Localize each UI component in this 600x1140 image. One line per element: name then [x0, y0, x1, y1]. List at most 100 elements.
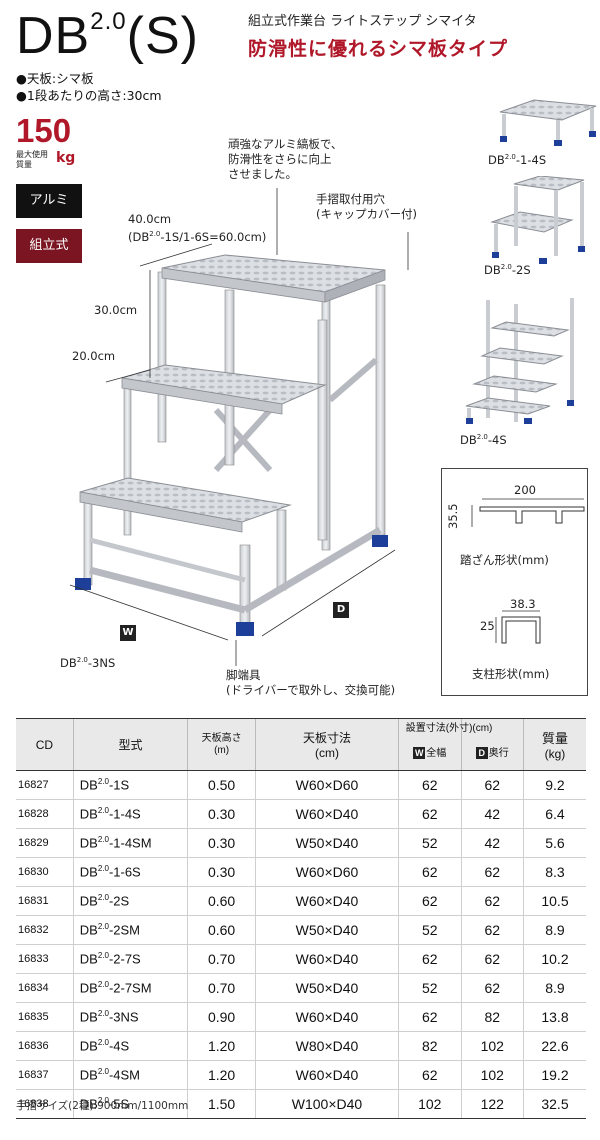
- cell-size: W60×D60: [254, 770, 399, 800]
- cell-height: 0.70: [187, 973, 256, 1003]
- cell-type: DB2.0-3NS: [72, 1002, 188, 1032]
- cell-width: 62: [398, 944, 462, 974]
- cell-height: 0.30: [187, 799, 256, 829]
- height-dimension: 30.0cm: [94, 303, 138, 317]
- cell-depth: 62: [460, 770, 524, 800]
- assembly-badge: 組立式: [16, 229, 82, 263]
- profile-shapes-box: 200 35.5 踏ざん形状(mm) 38.3 25 支柱形状(mm): [441, 468, 588, 696]
- thumbnail-4s-caption: DB2.0-4S: [460, 432, 507, 447]
- cell-size: W60×D40: [254, 886, 399, 916]
- cell-mass: 22.6: [522, 1031, 586, 1061]
- cell-height: 1.20: [187, 1031, 256, 1061]
- post-height-label: 25: [480, 619, 495, 633]
- col-header-size: 天板寸法(cm): [254, 718, 399, 771]
- cell-height: 0.70: [187, 944, 256, 974]
- cell-type: DB2.0-1-6S: [72, 857, 188, 887]
- cell-depth: 62: [460, 886, 524, 916]
- feet-callout: 脚端具 (ドライバーで取外し、交換可能): [226, 668, 396, 697]
- cell-type: DB2.0-4SM: [72, 1060, 188, 1090]
- col-header-type: 型式: [72, 718, 188, 771]
- cell-cd: 16837: [16, 1060, 74, 1090]
- cell-depth: 102: [460, 1060, 524, 1090]
- cell-height: 0.50: [187, 770, 256, 800]
- cell-depth: 82: [460, 1002, 524, 1032]
- cell-type: DB2.0-1S: [72, 770, 188, 800]
- cell-width: 52: [398, 828, 462, 858]
- cell-mass: 32.5: [522, 1089, 586, 1119]
- cell-width: 62: [398, 886, 462, 916]
- cell-mass: 8.9: [522, 915, 586, 945]
- cell-cd: 16835: [16, 1002, 74, 1032]
- cell-width: 62: [398, 1002, 462, 1032]
- cell-height: 1.20: [187, 1060, 256, 1090]
- cell-size: W50×D40: [254, 915, 399, 945]
- cell-type: DB2.0-2-7SM: [72, 973, 188, 1003]
- cell-size: W100×D40: [254, 1089, 399, 1119]
- cell-mass: 10.2: [522, 944, 586, 974]
- cell-width: 52: [398, 915, 462, 945]
- cell-mass: 5.6: [522, 828, 586, 858]
- cell-cd: 16831: [16, 886, 74, 916]
- cell-depth: 62: [460, 944, 524, 974]
- cell-size: W50×D40: [254, 828, 399, 858]
- cell-width: 102: [398, 1089, 462, 1119]
- cell-depth: 42: [460, 799, 524, 829]
- cell-depth: 122: [460, 1089, 524, 1119]
- thumbnail-2s-caption: DB2.0-2S: [484, 262, 531, 277]
- cell-depth: 62: [460, 857, 524, 887]
- cell-type: DB2.0-1-4SM: [72, 828, 188, 858]
- thumbnail-2s: [490, 176, 585, 264]
- cell-cd: 16830: [16, 857, 74, 887]
- max-load-label: 最大使用質量: [16, 150, 48, 169]
- product-subtitle: 組立式作業台 ライトステップ シマイタ: [248, 14, 477, 29]
- cell-width: 62: [398, 799, 462, 829]
- plate-callout: 頑強なアルミ縞板で、 防滑性をさらに向上 させました。: [228, 137, 343, 181]
- cell-size: W60×D40: [254, 799, 399, 829]
- product-model-title: DB2.0(S): [16, 7, 199, 65]
- handrail-size-footnote: 手摺サイズ(2種):900mm/1100mm: [16, 1100, 189, 1112]
- cell-depth: 62: [460, 973, 524, 1003]
- cell-cd: 16829: [16, 828, 74, 858]
- spec-line: ●天板:シマ板: [16, 71, 94, 86]
- cell-cd: 16827: [16, 770, 74, 800]
- cell-size: W60×D40: [254, 1002, 399, 1032]
- cell-height: 0.60: [187, 915, 256, 945]
- cell-size: W50×D40: [254, 973, 399, 1003]
- cell-cd: 16832: [16, 915, 74, 945]
- cell-type: DB2.0-2-7S: [72, 944, 188, 974]
- cell-mass: 9.2: [522, 770, 586, 800]
- cell-mass: 13.8: [522, 1002, 586, 1032]
- cell-size: W80×D40: [254, 1031, 399, 1061]
- step-stand-drawing: [69, 188, 409, 666]
- tread-width-label: 200: [514, 483, 536, 497]
- cell-width: 52: [398, 973, 462, 1003]
- col-header-mass: 質量(kg): [522, 718, 586, 771]
- cell-size: W60×D40: [254, 1060, 399, 1090]
- spec-list: ●天板:シマ板 ●1段あたりの高さ:30cm: [16, 70, 162, 104]
- product-headline: 防滑性に優れるシマ板タイプ: [248, 38, 509, 60]
- cell-depth: 102: [460, 1031, 524, 1061]
- cell-type: DB2.0-5S: [72, 1089, 188, 1119]
- thumbnail-1-4s-caption: DB2.0-1-4S: [488, 152, 547, 167]
- product-illustration: 頑強なアルミ縞板で、 防滑性をさらに向上 させました。 手摺取付用穴 (キャップ…: [0, 99, 600, 710]
- cell-size: W60×D60: [254, 857, 399, 887]
- cell-width: 82: [398, 1031, 462, 1061]
- step-depth-dimension: 20.0cm: [72, 349, 116, 363]
- cell-mass: 6.4: [522, 799, 586, 829]
- cell-height: 1.50: [187, 1089, 256, 1119]
- cell-mass: 8.3: [522, 857, 586, 887]
- cell-mass: 10.5: [522, 886, 586, 916]
- max-load-value: 150: [16, 112, 72, 149]
- cell-cd: 16838: [16, 1089, 74, 1119]
